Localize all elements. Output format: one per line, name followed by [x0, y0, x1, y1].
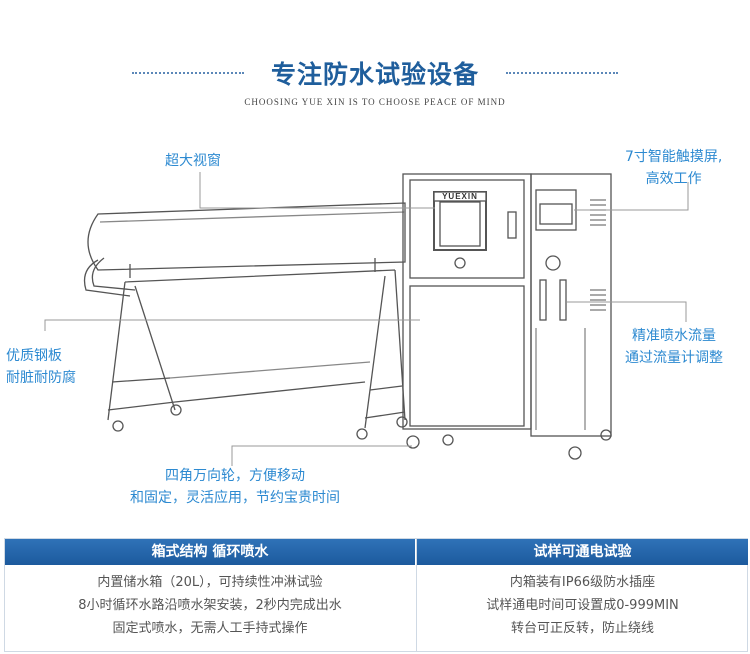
- callout-window: 超大视窗: [165, 150, 221, 172]
- spray-tube: [87, 202, 406, 271]
- feature-column-structure: 箱式结构 循环喷水 内置储水箱（20L），可持续性冲淋试验 8小时循环水路沿喷水…: [5, 539, 415, 651]
- leader-line-steel: [44, 319, 420, 331]
- feature-row: 内箱装有IP66级防水插座: [509, 575, 656, 590]
- leader-line-touchscreen: [574, 182, 689, 211]
- callout-touchscreen-line-1: 7寸智能触摸屏,: [625, 149, 723, 165]
- callout-steel-line-1: 优质钢板: [6, 348, 62, 364]
- callout-wheels: 四角万向轮，方便移动 和固定，灵活应用，节约宝贵时间: [105, 465, 365, 509]
- page-subtitle: CHOOSING YUE XIN IS TO CHOOSE PEACE OF M…: [244, 97, 506, 107]
- title-divider-right: [506, 72, 618, 74]
- leader-line-flow: [567, 301, 687, 322]
- spray-test-machine-illustration: YUEXIN: [44, 172, 689, 466]
- cabinet-brand-label: YUEXIN: [442, 192, 478, 201]
- feature-heading-power: 试样可通电试验: [417, 539, 748, 565]
- callout-touchscreen: 7寸智能触摸屏, 高效工作: [625, 146, 722, 190]
- control-cabinet: [530, 173, 612, 437]
- callout-wheels-line-2: 和固定，灵活应用，节约宝贵时间: [130, 490, 340, 506]
- spray-rack-frame: [107, 269, 406, 429]
- callout-flow: 精准喷水流量 通过流量计调整: [625, 325, 723, 369]
- page-title: 专注防水试验设备: [270, 60, 479, 89]
- feature-row: 固定式喷水，无需人工手持式操作: [112, 621, 308, 636]
- touchscreen: [539, 203, 573, 225]
- feature-table: 箱式结构 循环喷水 内置储水箱（20L），可持续性冲淋试验 8小时循环水路沿喷水…: [4, 538, 748, 652]
- callout-touchscreen-line-2: 高效工作: [645, 171, 702, 187]
- leader-line-window: [199, 172, 435, 209]
- feature-heading-structure: 箱式结构 循环喷水: [5, 539, 415, 565]
- callout-steel: 优质钢板 耐脏耐防腐: [6, 345, 76, 389]
- feature-row: 转台可正反转，防止绕线: [510, 621, 654, 636]
- callout-flow-line-1: 精准喷水流量: [632, 328, 716, 344]
- feature-row: 内置储水箱（20L），可持续性冲淋试验: [97, 575, 323, 590]
- feature-row: 8小时循环水路沿喷水架安装，2秒内完成出水: [78, 598, 342, 613]
- callout-steel-line-2: 耐脏耐防腐: [6, 370, 76, 386]
- leader-line-wheels: [231, 445, 412, 466]
- title-divider-left: [132, 72, 244, 74]
- feature-row: 试样通电时间可设置成0-999MIN: [486, 598, 679, 613]
- feature-column-power: 试样可通电试验 内箱装有IP66级防水插座 试样通电时间可设置成0-999MIN…: [416, 539, 748, 651]
- callout-window-text: 超大视窗: [165, 153, 221, 169]
- callout-wheels-line-1: 四角万向轮，方便移动: [165, 468, 305, 484]
- callout-flow-line-2: 通过流量计调整: [625, 350, 723, 366]
